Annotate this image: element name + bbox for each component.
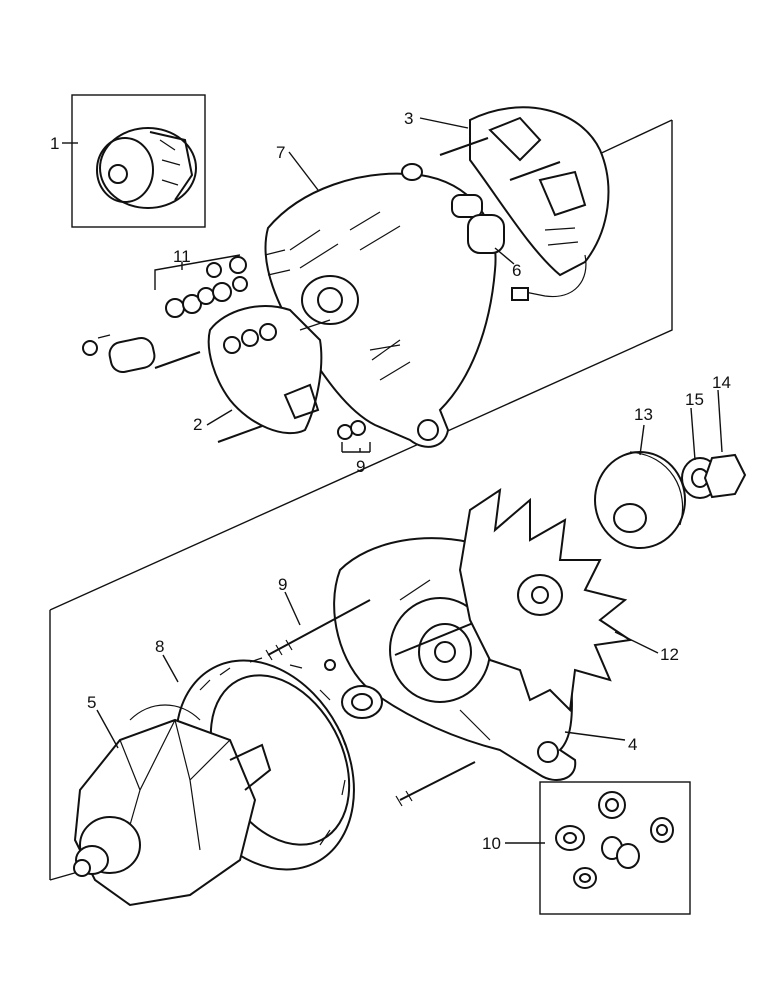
suppression-capacitor: [82, 334, 201, 374]
callout-12: 12: [660, 645, 679, 664]
callout-6: 6: [512, 261, 521, 280]
washer-top: [401, 163, 423, 181]
pulley-nut-and-washer: [681, 453, 747, 499]
leader-lines: [62, 117, 723, 844]
callout-2: 2: [193, 415, 202, 434]
callout-1: 1: [50, 134, 59, 153]
callout-7: 7: [276, 143, 285, 162]
pulley: [594, 451, 686, 549]
rotor: [73, 718, 272, 907]
inset-hardware-kit: [539, 781, 691, 915]
callout-9-lower: 9: [278, 575, 287, 594]
nut-washer-set: [165, 256, 248, 318]
callout-14: 14: [712, 373, 731, 392]
callout-11: 11: [173, 247, 191, 266]
inset-complete-alternator: [71, 94, 206, 228]
callout-13: 13: [634, 405, 653, 424]
callout-4: 4: [628, 735, 637, 754]
callout-15: 15: [685, 390, 704, 409]
callout-3: 3: [404, 109, 413, 128]
callout-5: 5: [87, 693, 96, 712]
callout-9-upper: 9: [356, 457, 365, 476]
callouts: 1 2 3 4 5 6 7 8 9 9 10 11 12 13 14 15: [50, 109, 731, 853]
callout-8: 8: [155, 637, 164, 656]
callout-10: 10: [482, 834, 501, 853]
bearing: [324, 659, 383, 719]
regulator-plate: [439, 106, 610, 301]
brush-holder: [451, 194, 505, 254]
rectifier-plate: [207, 305, 401, 443]
